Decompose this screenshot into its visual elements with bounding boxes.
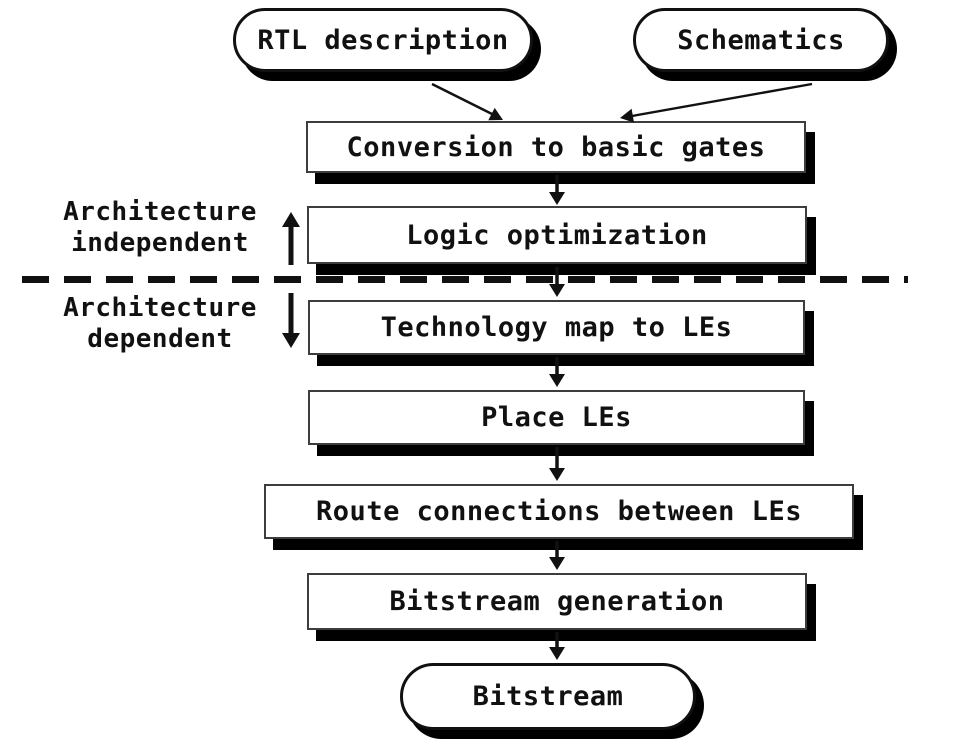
node-technology-map-to-les: Technology map to LEs [308,300,805,355]
node-bitstream-label: Bitstream [472,681,624,712]
arrow-bitgen-to-bitstream-icon [549,632,565,660]
node-logic-label: Logic optimization [406,219,708,251]
node-bitstream: Bitstream [400,663,696,730]
label-architecture-independent-line1: Architecture [63,197,257,227]
label-architecture-dependent-line1: Architecture [63,293,257,323]
node-schematics-label: Schematics [677,24,845,56]
node-rtl-description-label: RTL description [257,24,509,56]
arrow-place-to-route-icon [549,447,565,481]
arrow-route-to-bitgen-icon [549,541,565,570]
label-architecture-dependent-line2: dependent [87,324,233,354]
node-techmap-label: Technology map to LEs [380,312,733,343]
label-architecture-independent-line2: independent [71,228,249,258]
arrow-techmap-to-place-icon [549,357,565,387]
node-conversion-label: Conversion to basic gates [346,131,766,163]
node-place-label: Place LEs [481,402,632,433]
node-rtl-description: RTL description [233,8,533,72]
architecture-boundary-dashed-line [22,276,908,283]
node-bitgen-label: Bitstream generation [389,586,725,617]
node-route-label: Route connections between LEs [316,496,802,527]
node-route-connections-between-les: Route connections between LEs [264,484,854,539]
node-logic-optimization: Logic optimization [307,206,807,264]
arrow-conversion-to-logic-icon [549,175,565,205]
node-conversion-to-basic-gates: Conversion to basic gates [306,121,806,173]
label-architecture-independent: Architecture independent [30,197,290,259]
node-bitstream-generation: Bitstream generation [307,573,807,630]
label-architecture-dependent: Architecture dependent [30,293,290,355]
node-place-les: Place LEs [308,390,805,445]
arrow-rtl-to-conversion-icon [431,82,503,121]
node-schematics: Schematics [633,8,889,72]
arrow-schematics-to-conversion-icon [620,82,813,123]
